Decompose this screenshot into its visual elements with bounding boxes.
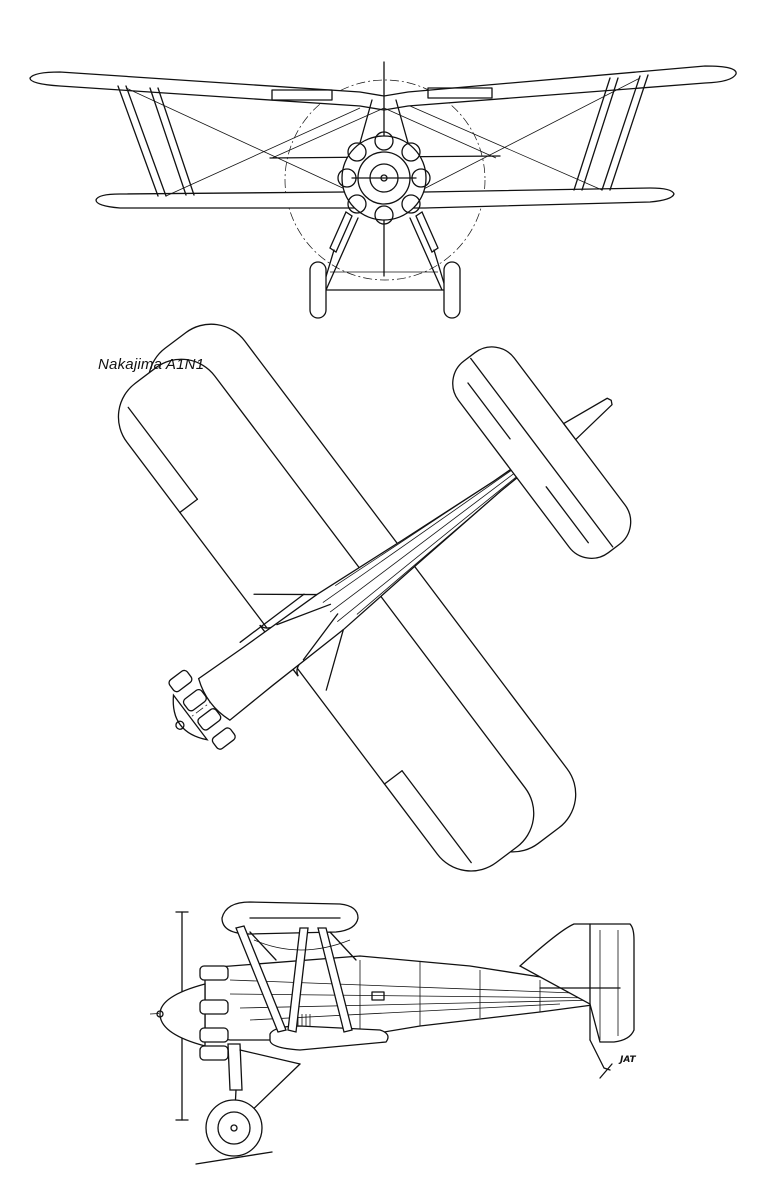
side-view: JAT <box>150 902 636 1164</box>
plan-engine <box>151 669 236 763</box>
front-struts <box>118 75 648 196</box>
plan-rudder <box>564 392 618 439</box>
side-fuselage <box>205 956 612 1040</box>
side-engine <box>157 966 228 1060</box>
artist-signature: JAT <box>600 1055 636 1078</box>
side-wheel <box>206 1100 262 1156</box>
front-upper-wing <box>30 66 736 110</box>
front-aileron-left <box>272 90 332 100</box>
plan-gun <box>240 594 304 642</box>
front-view <box>30 62 736 318</box>
side-struts <box>236 926 356 1032</box>
svg-text:JAT: JAT <box>618 1055 636 1065</box>
drawing-caption: Nakajima A1N1 <box>98 356 205 373</box>
side-fin <box>520 924 634 1042</box>
plan-aileron-right <box>402 771 471 863</box>
plan-view <box>0 153 764 976</box>
front-radial-engine <box>338 132 430 224</box>
plan-aileron-left <box>128 407 197 499</box>
side-tailskid <box>590 1040 610 1070</box>
propeller-arc <box>285 80 485 280</box>
side-undercarriage <box>196 1044 300 1164</box>
front-undercarriage <box>310 212 460 318</box>
front-aileron-right <box>428 88 492 98</box>
